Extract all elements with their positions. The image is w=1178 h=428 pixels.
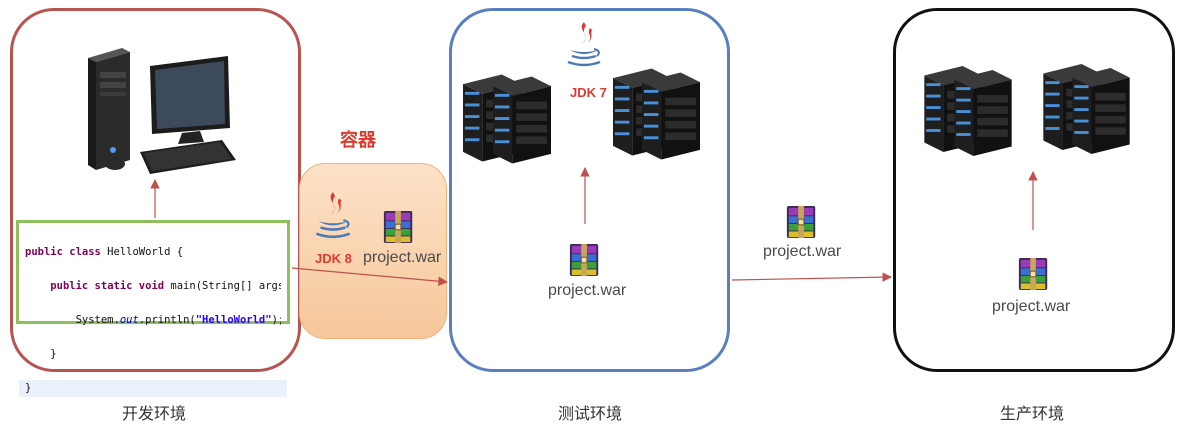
prod-environment-label: 生产环境 xyxy=(999,404,1064,423)
container-war-label: project.war xyxy=(363,249,442,266)
code-field: out xyxy=(119,314,139,326)
code-text: } xyxy=(50,348,57,360)
test-environment-box xyxy=(449,8,730,372)
arrow-icon xyxy=(731,272,892,282)
transfer-war-label: project.war xyxy=(763,243,842,260)
code-keyword: public static void xyxy=(50,280,165,292)
prod-environment-box xyxy=(893,8,1175,372)
dev-environment-label: 开发环境 xyxy=(121,404,186,423)
code-string: "HelloWorld" xyxy=(195,314,272,326)
code-text: ); xyxy=(271,314,281,326)
jdk8-label: JDK 8 xyxy=(315,251,352,266)
code-text: System. xyxy=(75,314,120,326)
container-box xyxy=(299,163,447,339)
prod-war-label: project.war xyxy=(992,298,1071,315)
code-text: HelloWorld { xyxy=(100,246,184,258)
container-label: 容器 xyxy=(340,130,376,151)
code-text: main(String[] args) { xyxy=(170,280,281,292)
jdk7-label: JDK 7 xyxy=(570,85,607,100)
code-text: } xyxy=(25,382,32,394)
code-text: .println( xyxy=(138,314,196,326)
code-keyword: public class xyxy=(25,246,101,258)
test-war-label: project.war xyxy=(548,282,627,299)
winrar-archive-icon xyxy=(786,205,816,239)
code-editor-panel: public class HelloWorld { public static … xyxy=(16,220,290,397)
test-environment-label: 测试环境 xyxy=(557,404,622,423)
